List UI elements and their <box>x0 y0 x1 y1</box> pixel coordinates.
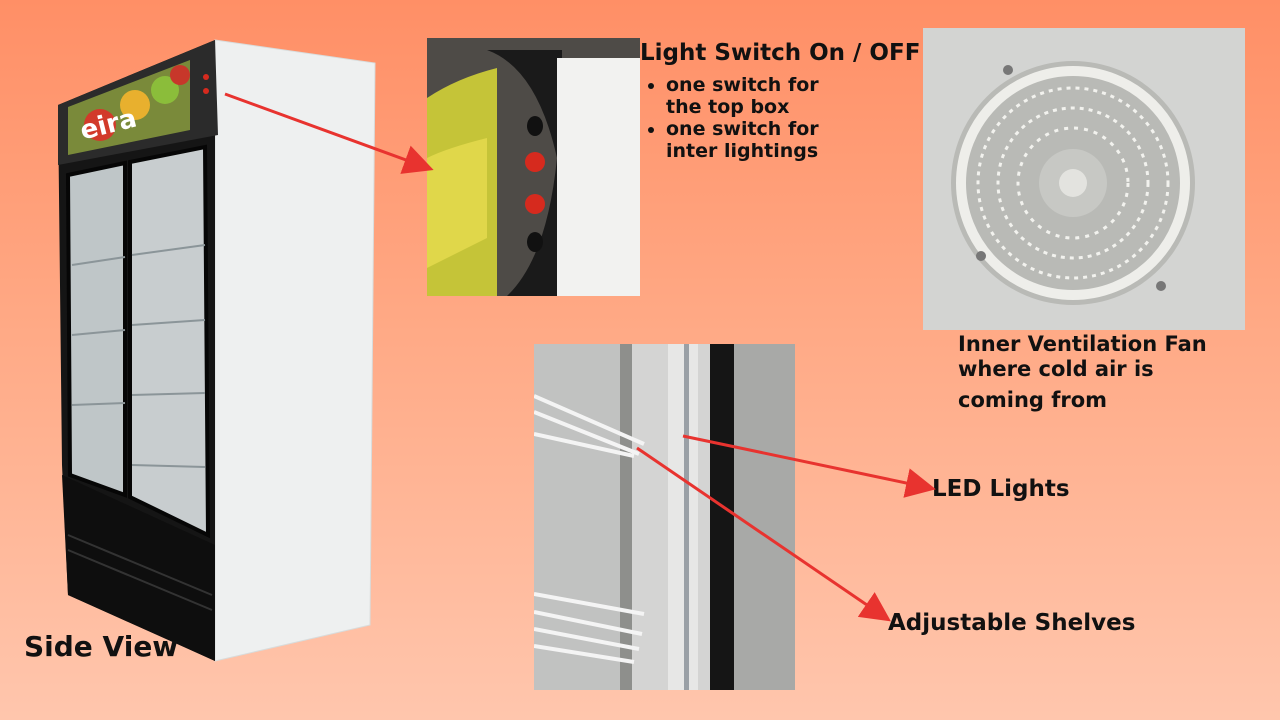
fan-caption-line1: Inner Ventilation Fan <box>958 332 1207 356</box>
fridge-side-view-photo: eira <box>40 35 390 665</box>
adjustable-shelves-label: Adjustable Shelves <box>888 610 1136 636</box>
light-switch-bullet: one switch for the top box <box>666 74 856 118</box>
light-switch-closeup-photo <box>427 38 640 296</box>
light-switch-bullet: one switch for inter lightings <box>666 118 856 162</box>
ventilation-fan-photo <box>923 28 1245 330</box>
led-lights-label: LED Lights <box>932 476 1070 502</box>
light-switch-title: Light Switch On / OFF <box>640 40 921 66</box>
fan-caption-line3: coming from <box>958 388 1108 412</box>
side-view-label: Side View <box>24 630 179 663</box>
fan-caption-line2: where cold air is <box>958 357 1154 381</box>
shelves-led-closeup-photo <box>534 344 795 690</box>
light-switch-bullet-list: one switch for the top box one switch fo… <box>646 74 856 162</box>
